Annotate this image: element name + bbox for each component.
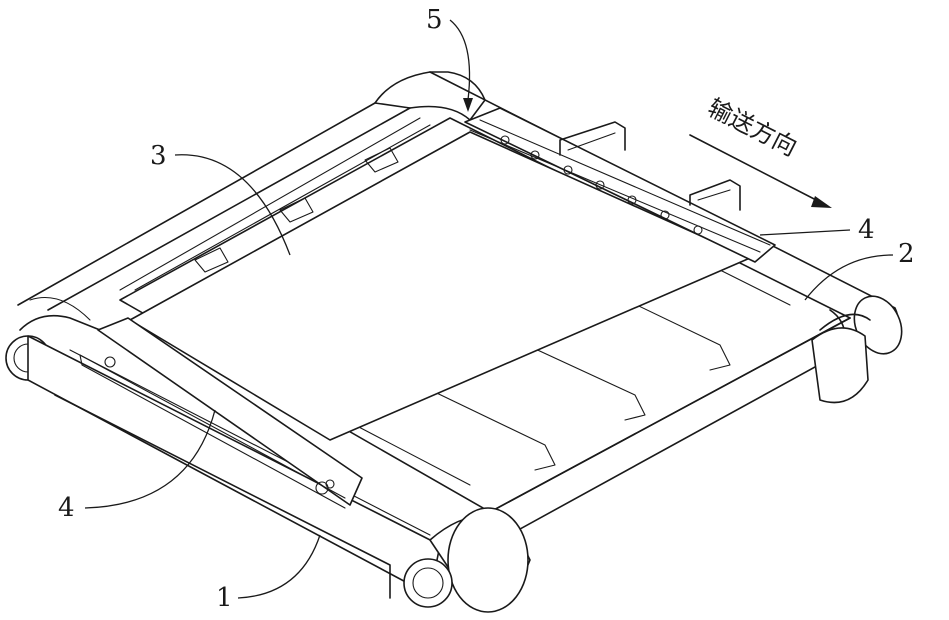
front-right-roller	[404, 508, 530, 612]
label-material: 3	[150, 141, 167, 171]
label-guide-left: 4	[58, 493, 75, 523]
label-belt: 2	[898, 239, 915, 269]
sensor-arrowhead	[463, 98, 473, 112]
label-frame: 1	[216, 583, 233, 613]
direction-label: 输送方向	[703, 93, 801, 162]
label-guide-right: 4	[858, 215, 875, 245]
label-sensor: 5	[426, 5, 443, 35]
